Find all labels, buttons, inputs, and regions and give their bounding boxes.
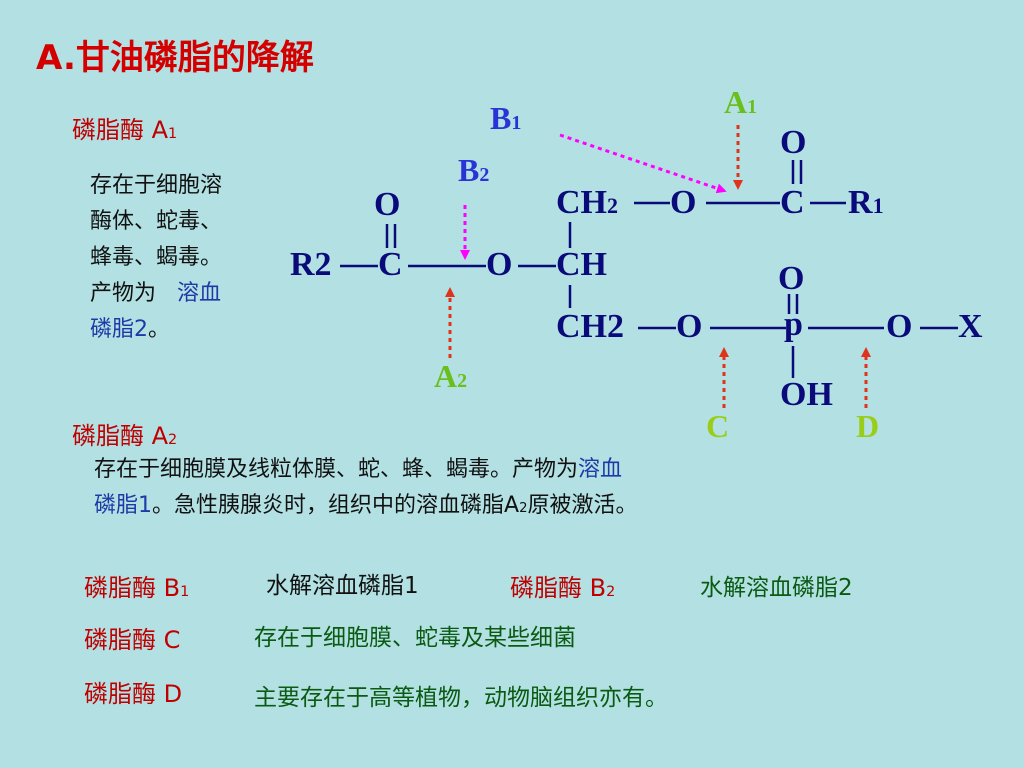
enzyme-a2-label: 磷脂酶 A2: [72, 416, 177, 451]
b2-description: 水解溶血磷脂2: [700, 575, 853, 601]
atom-o-bottom-right: O: [886, 308, 913, 345]
site-b1-text: B: [490, 100, 512, 136]
site-label-c: C: [706, 408, 730, 444]
site-b1-sub: 1: [511, 112, 522, 134]
a2-desc-sub: 2: [519, 501, 528, 516]
enzyme-a1-name: 磷脂酶 A: [72, 116, 169, 144]
ch2-top-sub: 2: [607, 193, 618, 218]
a2-description: 存在于细胞膜及线粒体膜、蛇、蜂、蝎毒。产物为溶血 磷脂1。急性胰腺炎时，组织中的…: [94, 452, 637, 527]
site-a1-sub: 1: [747, 96, 758, 118]
atom-ch: CH: [556, 246, 607, 283]
a1-product-colored-2: 磷脂2: [90, 317, 148, 342]
a2-desc-text: 存在于细胞膜及线粒体膜、蛇、蜂、蝎毒。产物为: [94, 457, 579, 482]
site-label-b2: B2: [458, 152, 489, 189]
a2-desc-line-1: 存在于细胞膜及线粒体膜、蛇、蜂、蝎毒。产物为溶血: [94, 452, 637, 488]
enzyme-a1-sub: 1: [168, 126, 178, 142]
c-description: 存在于细胞膜、蛇毒及某些细菌: [254, 625, 576, 651]
a2-desc-line-2: 磷脂1。急性胰腺炎时，组织中的溶血磷脂A2原被激活。: [94, 488, 637, 527]
a2-desc-text-3: 原被激活。: [527, 493, 638, 518]
enzyme-b2-name: 磷脂酶 B: [510, 574, 607, 602]
atom-o-top-left: O: [374, 186, 401, 223]
arrow-b1: [559, 133, 727, 194]
atom-o-ester: O: [486, 246, 513, 283]
a1-description: 存在于细胞溶 酶体、蛇毒、 蜂毒、蝎毒。 产物为 溶血 磷脂2。: [90, 168, 222, 348]
a1-desc-line: 酶体、蛇毒、: [90, 209, 223, 234]
a1-product-line-2: 磷脂2。: [90, 312, 222, 348]
atom-o-top: O: [670, 184, 697, 221]
atom-ch2-top: CH2: [556, 184, 618, 222]
a1-product-line: 产物为 溶血: [90, 276, 222, 312]
enzyme-a1-label: 磷脂酶 A1: [72, 110, 177, 145]
site-label-a2: A2: [434, 358, 467, 395]
a1-desc-line: 蜂毒、蝎毒。: [90, 245, 223, 270]
site-label-d: D: [856, 408, 880, 444]
atom-r2: R2: [290, 246, 332, 283]
site-b2-sub: 2: [479, 164, 490, 186]
enzyme-b2-sub: 2: [606, 584, 616, 600]
atom-c-left: C: [378, 246, 403, 283]
atom-o-mid: O: [778, 260, 805, 297]
atom-p: p: [784, 306, 803, 343]
ch2-top-text: CH: [556, 184, 607, 221]
r1-sub: 1: [872, 193, 884, 218]
enzyme-a2-name: 磷脂酶 A: [72, 422, 169, 450]
a1-desc-line: 存在于细胞溶: [90, 173, 223, 198]
atom-oh: OH: [780, 376, 833, 413]
d-description: 主要存在于高等植物，动物脑组织亦有。: [254, 685, 668, 711]
atom-x: X: [958, 308, 983, 345]
b1-description: 水解溶血磷脂1: [266, 573, 419, 599]
enzyme-b1-sub: 1: [180, 584, 190, 600]
site-b2-text: B: [458, 152, 480, 188]
enzyme-b2-label: 磷脂酶 B2: [510, 568, 615, 603]
enzyme-b1-label: 磷脂酶 B1: [84, 568, 189, 603]
site-label-b1: B1: [490, 100, 521, 137]
site-a2-sub: 2: [457, 370, 468, 392]
a2-desc-text-2: 。急性胰腺炎时，组织中的溶血磷脂A: [152, 493, 520, 518]
a1-product-prefix: 产物为: [90, 281, 157, 306]
a2-desc-colored: 溶血: [578, 457, 623, 482]
enzyme-b1-name: 磷脂酶 B: [84, 574, 181, 602]
atom-o-top-right: O: [780, 124, 807, 161]
enzyme-c-label: 磷脂酶 C: [84, 626, 181, 654]
site-a2-text: A: [434, 358, 458, 394]
a1-product-end: 。: [148, 317, 171, 342]
atom-r1: R1: [848, 184, 884, 222]
site-a1-text: A: [724, 84, 748, 120]
a2-desc-colored-2: 磷脂1: [94, 493, 152, 518]
enzyme-d-label: 磷脂酶 D: [84, 680, 183, 708]
atom-c-right: C: [780, 184, 805, 221]
a1-product-colored: 溶血: [177, 281, 222, 306]
enzyme-a2-sub: 2: [168, 432, 178, 448]
site-label-a1: A1: [724, 84, 757, 121]
atom-o-bottom: O: [676, 308, 703, 345]
page-title: A.甘油磷脂的降解: [36, 38, 314, 78]
r1-text: R: [848, 184, 873, 221]
atom-ch2-bottom: CH2: [556, 308, 624, 345]
